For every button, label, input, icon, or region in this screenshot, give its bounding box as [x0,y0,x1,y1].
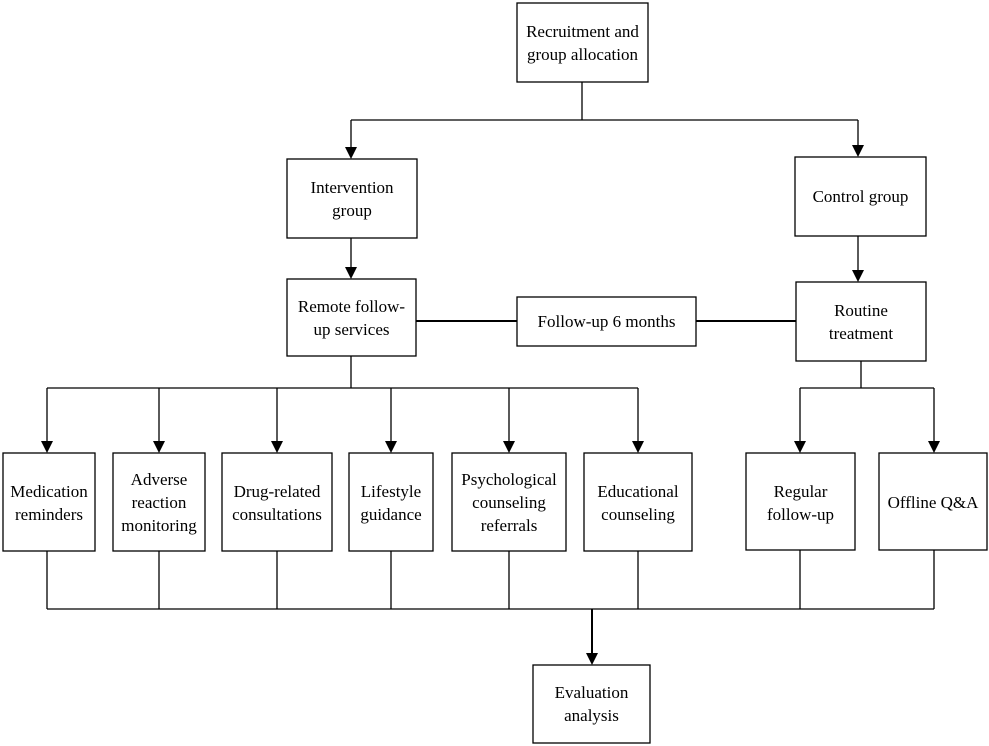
svg-text:Control group: Control group [813,187,909,206]
node-follow-up-6-months: Follow-up 6 months [516,296,697,347]
arrow-to-remote [345,267,357,279]
node-remote-follow-up: Remote follow-up services [286,278,417,357]
arrow-to-offline [928,441,940,453]
arrow-to-intervention [345,147,357,159]
svg-text:Follow-up 6 months: Follow-up 6 months [538,312,676,331]
arrow-to-adverse [153,441,165,453]
node-offline-qa: Offline Q&A [878,452,988,551]
arrow-to-evaluation [586,653,598,665]
arrow-to-medication [41,441,53,453]
arrow-to-drug [271,441,283,453]
arrow-to-edu [632,441,644,453]
node-control-group: Control group [794,156,927,237]
arrow-to-control [852,145,864,157]
arrow-to-lifestyle [385,441,397,453]
arrow-to-routine [852,270,864,282]
svg-text:Offline Q&A: Offline Q&A [888,493,980,512]
arrow-to-psych [503,441,515,453]
arrow-to-regular [794,441,806,453]
svg-text:Remote follow-up services: Remote follow-up services [298,297,406,339]
